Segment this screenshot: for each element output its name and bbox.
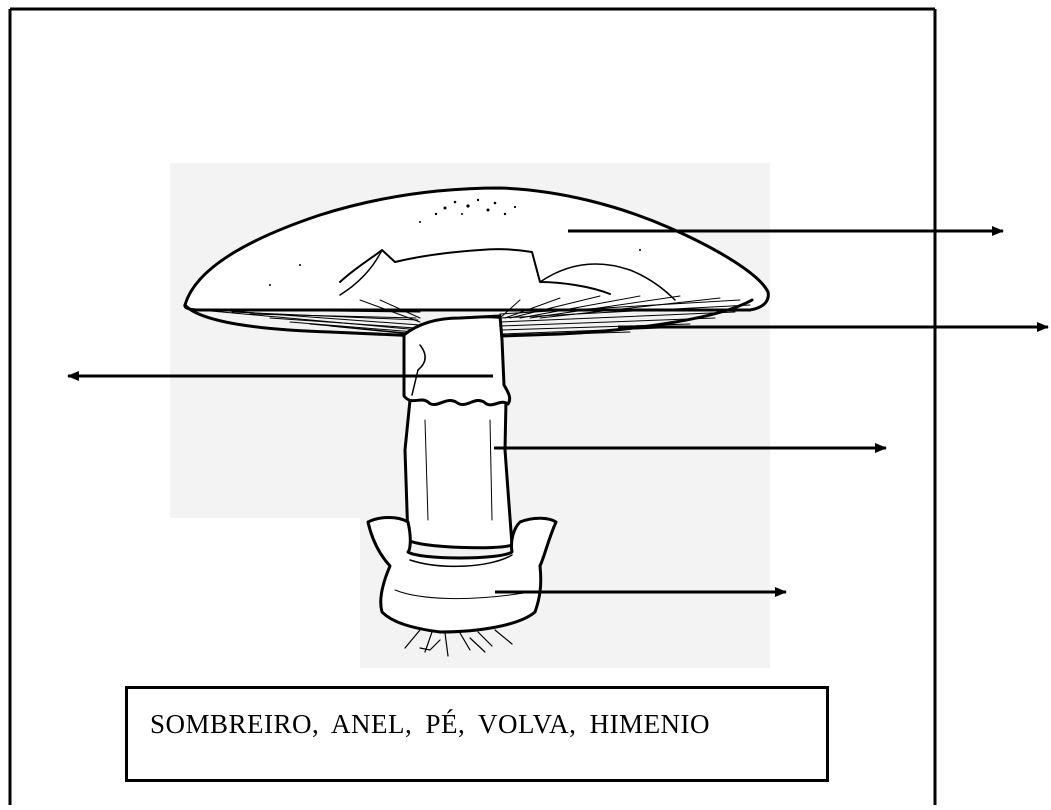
gills — [199, 295, 751, 337]
label-arrows — [67, 226, 1049, 597]
cap-speckles — [269, 198, 641, 286]
mushroom-illustration — [183, 186, 770, 657]
word-bank-text: SOMBREIRO, ANEL, PÉ, VOLVA, HIMENIO — [150, 709, 711, 739]
roots — [404, 629, 513, 657]
cap-rim — [183, 298, 754, 338]
cap-shape — [183, 186, 770, 312]
volva — [366, 516, 558, 634]
word-bank-box: SOMBREIRO, ANEL, PÉ, VOLVA, HIMENIO — [125, 686, 829, 782]
worksheet-frame — [8, 7, 937, 805]
stem — [403, 398, 514, 550]
ring — [402, 314, 512, 407]
